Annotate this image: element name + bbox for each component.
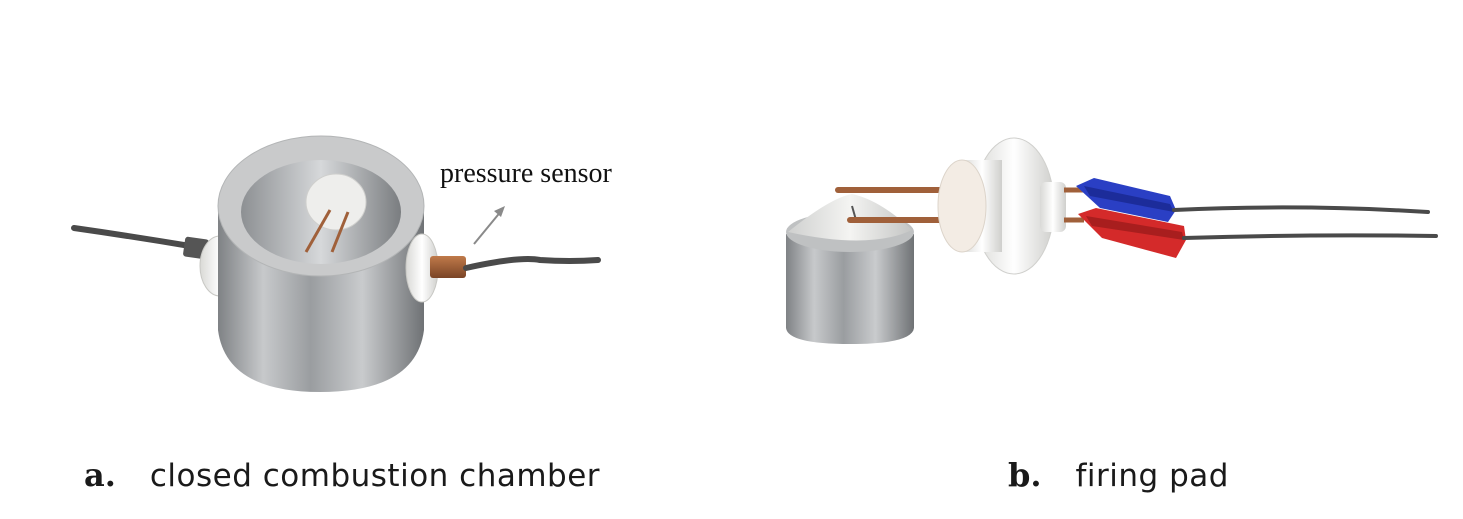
sensor-connector bbox=[430, 256, 466, 278]
pressure-sensor-label: pressure sensor bbox=[440, 158, 612, 189]
annotation-arrowhead bbox=[494, 206, 505, 217]
lead-wire bbox=[1182, 233, 1438, 240]
left-cable bbox=[71, 225, 193, 249]
caption-b-letter: b. bbox=[1008, 456, 1042, 494]
sensor-face bbox=[305, 173, 367, 231]
annotation-arrow bbox=[473, 209, 503, 245]
caption-a-text: closed combustion chamber bbox=[149, 458, 601, 494]
red-clip-jaw bbox=[1086, 216, 1184, 240]
plug-face bbox=[937, 159, 987, 253]
sensor-cable bbox=[463, 256, 601, 271]
caption-b: b. firing pad bbox=[1008, 456, 1229, 494]
rear-hub bbox=[1040, 182, 1066, 232]
blue-clip-jaw bbox=[1084, 186, 1174, 212]
lead-wire bbox=[1172, 205, 1430, 214]
caption-a-letter: a. bbox=[84, 456, 116, 494]
caption-b-text: firing pad bbox=[1075, 458, 1229, 494]
sample-cup bbox=[786, 234, 914, 344]
wire bbox=[304, 209, 332, 253]
firing-pad-drawing bbox=[786, 137, 1438, 344]
combustion-chamber-drawing bbox=[71, 135, 601, 392]
wire bbox=[330, 211, 350, 253]
caption-a: a. closed combustion chamber bbox=[84, 456, 600, 494]
